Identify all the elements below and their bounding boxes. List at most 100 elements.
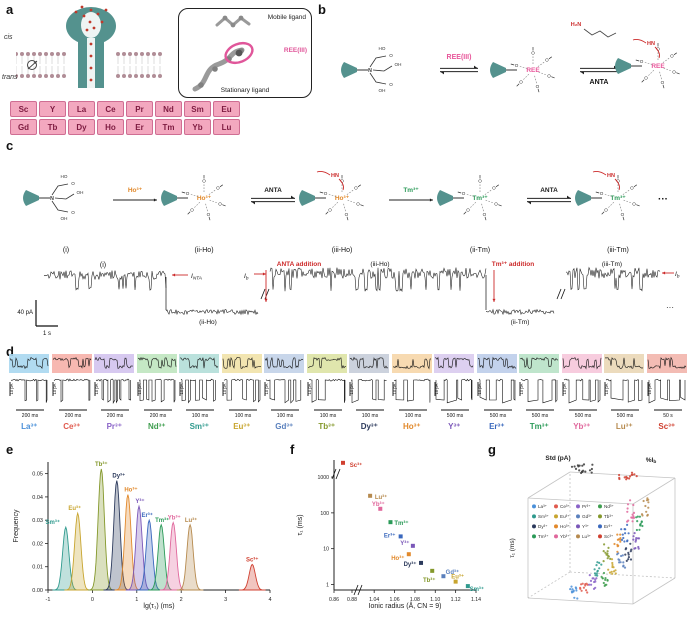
cluster-Lu³⁺ <box>640 497 650 517</box>
svg-text:OH: OH <box>395 62 402 67</box>
highlight-box <box>94 354 135 373</box>
mobile-ligand-label: Mobile ligand <box>267 14 306 21</box>
svg-text:2: 2 <box>180 597 183 603</box>
element-Tb: Tb <box>39 119 66 135</box>
svg-text:10 pA: 10 pA <box>477 383 482 394</box>
svg-text:O: O <box>640 59 644 64</box>
svg-text:10 pA: 10 pA <box>264 383 269 394</box>
svg-text:Er³⁺: Er³⁺ <box>141 512 153 519</box>
svg-text:1.04: 1.04 <box>369 597 379 603</box>
svg-text:O: O <box>466 208 470 213</box>
svg-text:O: O <box>483 212 487 217</box>
svg-text:O: O <box>670 54 674 59</box>
point-Ho³⁺ <box>406 552 411 557</box>
svg-text:Frequency: Frequency <box>13 509 20 543</box>
stationary-ligand-glyph <box>192 47 245 92</box>
element-Dy: Dy <box>68 119 95 135</box>
ion-label: Y³⁺ <box>448 422 461 431</box>
point-Y³⁺ <box>410 543 415 548</box>
element-Sc: Sc <box>10 101 37 117</box>
svg-text:Er³⁺: Er³⁺ <box>604 524 613 529</box>
analyte-dot <box>88 20 92 24</box>
svg-text:O: O <box>632 201 636 206</box>
ligand-graphic <box>192 15 254 92</box>
svg-text:ANTA addition: ANTA addition <box>277 261 321 268</box>
svg-text:Eu³⁺: Eu³⁺ <box>68 505 81 512</box>
svg-text:1.06: 1.06 <box>389 597 399 603</box>
panel-e-label: e <box>6 442 14 457</box>
peak-Sm³⁺ <box>52 525 80 591</box>
element-Lu: Lu <box>213 119 240 135</box>
svg-text:Tm³⁺: Tm³⁺ <box>394 520 408 527</box>
cluster-Ce³⁺ <box>579 582 589 594</box>
analyte-dot <box>82 14 86 18</box>
element-Ce: Ce <box>97 101 124 117</box>
svg-text:10 pA: 10 pA <box>222 383 227 394</box>
peak-Dy³⁺ <box>103 480 131 591</box>
svg-text:10 pA: 10 pA <box>434 383 439 394</box>
svg-text:0.02: 0.02 <box>32 541 43 547</box>
highlight-box <box>561 354 602 373</box>
svg-text:N: N <box>50 196 54 202</box>
cis-label: cis <box>4 34 13 41</box>
svg-text:100 ms: 100 ms <box>277 413 294 419</box>
svg-text:Yb³⁺: Yb³⁺ <box>372 501 385 508</box>
panel-a-label: a <box>6 2 14 17</box>
svg-text:Tb³⁺: Tb³⁺ <box>95 461 108 468</box>
highlight-box <box>136 354 177 373</box>
svg-text:INTA: INTA <box>191 273 202 280</box>
svg-text:Pr³⁺: Pr³⁺ <box>582 504 591 509</box>
ion-label: Sm³⁺ <box>189 422 209 431</box>
svg-text:HN: HN <box>647 41 655 47</box>
svg-text:OH: OH <box>61 216 68 221</box>
svg-text:HO: HO <box>61 174 68 179</box>
svg-text:Ho³⁺: Ho³⁺ <box>335 195 350 202</box>
svg-text:Ib: Ib <box>244 273 249 280</box>
svg-text:Tm³⁺: Tm³⁺ <box>155 517 169 524</box>
panel-f-label: f <box>290 442 295 457</box>
svg-text:100 ms: 100 ms <box>362 413 379 419</box>
analyte-dot <box>80 5 84 9</box>
anta-molecule-glyph <box>583 28 617 38</box>
svg-text:O: O <box>324 191 328 196</box>
svg-text:(ii-Tm): (ii-Tm) <box>511 319 530 326</box>
svg-text:O: O <box>354 186 358 191</box>
svg-text:lg(τ₁) (ms): lg(τ₁) (ms) <box>143 603 174 610</box>
svg-text:%Ib: %Ib <box>646 457 657 465</box>
point-Lu³⁺ <box>368 493 373 498</box>
svg-text:1: 1 <box>135 597 138 603</box>
panel-d-label: d <box>6 344 14 359</box>
potential-icon <box>27 60 37 70</box>
ion-label: La³⁺ <box>21 422 38 431</box>
panel-c-label: c <box>6 138 14 153</box>
svg-text:O: O <box>630 186 634 191</box>
svg-text:Ce³⁺: Ce³⁺ <box>560 504 570 509</box>
ion-label: Ho³⁺ <box>402 422 421 431</box>
ion-label: Yb³⁺ <box>573 422 591 431</box>
svg-text:500 ms: 500 ms <box>447 413 464 419</box>
svg-text:O: O <box>547 73 551 78</box>
svg-text:10 pA: 10 pA <box>52 383 57 394</box>
peak-Sc³⁺ <box>238 563 266 591</box>
highlight-box <box>391 354 432 373</box>
svg-text:O: O <box>604 208 608 213</box>
trace-plot: 10 pA 500 ms <box>434 354 475 419</box>
svg-text:0.01: 0.01 <box>32 565 43 571</box>
